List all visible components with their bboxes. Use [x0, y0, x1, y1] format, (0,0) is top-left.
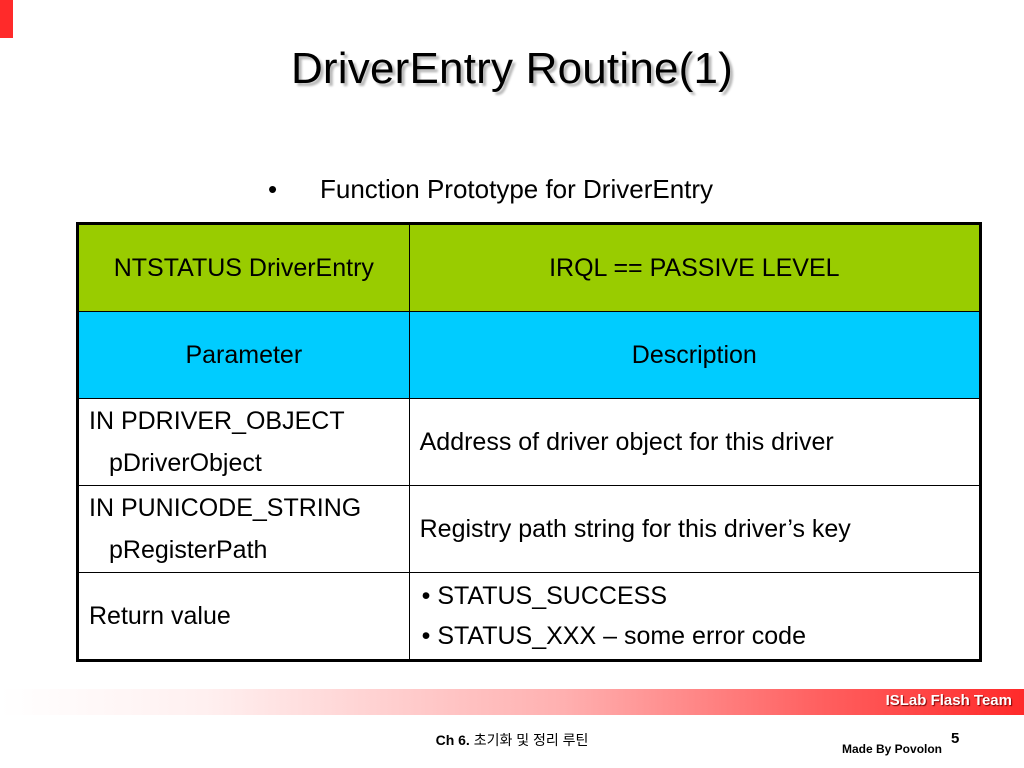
column-header-description: Description	[408, 311, 982, 399]
bullet-dot-icon: •	[268, 174, 278, 204]
prototype-table: NTSTATUS DriverEntry IRQL == PASSIVE LEV…	[76, 222, 982, 662]
description-cell: Registry path string for this driver’s k…	[408, 485, 982, 573]
parameter-cell: IN PDRIVER_OBJECT pDriverObject	[77, 398, 410, 486]
return-value-item: • STATUS_XXX – some error code	[421, 622, 806, 650]
return-values-list: • STATUS_SUCCESS • STATUS_XXX – some err…	[410, 576, 979, 656]
parameter-name: pRegisterPath	[109, 536, 268, 564]
description-text: Registry path string for this driver’s k…	[419, 514, 851, 543]
table-row: Return value • STATUS_SUCCESS • STATUS_X…	[77, 572, 982, 661]
made-by-label: Made By Povolon	[842, 742, 943, 756]
parameter-type: IN PUNICODE_STRING	[89, 494, 362, 522]
table-row: IN PUNICODE_STRING pRegisterPath Registr…	[77, 485, 982, 573]
table-row: IN PDRIVER_OBJECT pDriverObject Address …	[77, 398, 982, 486]
table-header-row: NTSTATUS DriverEntry IRQL == PASSIVE LEV…	[77, 223, 982, 312]
description-cell: • STATUS_SUCCESS • STATUS_XXX – some err…	[408, 572, 982, 661]
chapter-number: Ch 6.	[435, 732, 470, 748]
slide-title: DriverEntry Routine(1)	[290, 44, 734, 93]
chapter-label: Ch 6. 초기화 및 정리 루틴	[0, 730, 1024, 750]
irql-cell: IRQL == PASSIVE LEVEL	[408, 223, 982, 312]
corner-accent-mark	[0, 0, 13, 38]
parameter-type: IN PDRIVER_OBJECT	[89, 407, 345, 435]
footer-gradient-bar	[0, 689, 1024, 715]
page-number: 5	[951, 730, 960, 747]
bullet-item: • Function Prototype for DriverEntry	[268, 174, 713, 205]
column-header-row: Parameter Description	[77, 311, 982, 399]
parameter-cell: Return value	[77, 572, 410, 661]
return-value-label: Return value	[89, 601, 231, 630]
function-signature-cell: NTSTATUS DriverEntry	[77, 223, 410, 312]
parameter-cell: IN PUNICODE_STRING pRegisterPath	[77, 485, 410, 573]
team-label: ISLab Flash Team	[885, 692, 1012, 709]
bullet-text: Function Prototype for DriverEntry	[320, 174, 714, 204]
description-text: Address of driver object for this driver	[419, 427, 834, 456]
description-cell: Address of driver object for this driver	[408, 398, 982, 486]
column-header-parameter: Parameter	[77, 311, 410, 399]
chapter-title: 초기화 및 정리 루틴	[473, 732, 589, 748]
return-value-item: • STATUS_SUCCESS	[421, 582, 667, 610]
parameter-name: pDriverObject	[109, 449, 262, 477]
